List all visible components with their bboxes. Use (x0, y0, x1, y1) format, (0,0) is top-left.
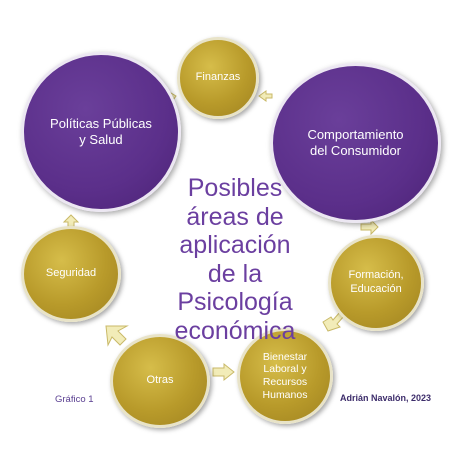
center-title-line-2: áreas de (186, 202, 284, 231)
author-credit: Adrián Navalón, 2023 (340, 393, 432, 403)
node-formacion-line-2: Educación (350, 283, 402, 295)
center-title-line-3: aplicación (179, 231, 291, 259)
center-title-line-4: de la (207, 259, 263, 288)
node-bienestar-line-1: Bienestar (262, 350, 308, 363)
arrow-comportamiento-to-formacion (360, 218, 379, 236)
node-comportamiento-line-2: del Consumidor (309, 143, 402, 158)
node-seguridad: Seguridad (21, 226, 121, 322)
node-bienestar-line-4: Humanos (262, 388, 308, 401)
node-otras-label: Otras (146, 374, 174, 387)
node-bienestar-laboral: Bienestar Laboral y Recursos Humanos (237, 328, 333, 424)
figure-caption: Gráfico 1 (55, 394, 94, 405)
center-title: Posibles áreas de aplicación de la Psico… (150, 174, 320, 345)
node-seguridad-label: Seguridad (45, 267, 97, 280)
arrow-bienestar-to-otras (212, 362, 235, 382)
center-title-line-5: Psicología (177, 288, 293, 316)
node-politicas-publicas: Políticas Públicas y Salud (21, 52, 181, 212)
node-formacion-label: Formación, Educación (348, 269, 403, 297)
node-politicas-label: Políticas Públicas y Salud (50, 116, 152, 149)
node-finanzas-label: Finanzas (195, 71, 241, 84)
node-politicas-line-2: y Salud (79, 132, 123, 147)
node-bienestar-line-3: Recursos (262, 376, 308, 388)
node-finanzas: Finanzas (177, 37, 259, 119)
node-formacion-educacion: Formación, Educación (328, 235, 424, 331)
node-bienestar-line-2: Laboral y (263, 363, 307, 376)
arrow-finanzas-to-comportamiento (258, 90, 273, 102)
center-title-line-6: económica (174, 316, 296, 345)
node-comportamiento-consumidor: Comportamiento del Consumidor (270, 63, 441, 223)
node-politicas-line-1: Políticas Públicas (50, 115, 152, 131)
arrow-seguridad-to-politicas (62, 214, 80, 229)
center-title-line-1: Posibles (187, 174, 283, 202)
arrow-otras-to-seguridad (105, 325, 129, 347)
node-comportamiento-line-1: Comportamiento (307, 126, 404, 142)
node-otras: Otras (110, 334, 210, 428)
node-formacion-line-1: Formación, (348, 269, 404, 282)
node-bienestar-label: Bienestar Laboral y Recursos Humanos (263, 351, 308, 401)
node-comportamiento-label: Comportamiento del Consumidor (307, 127, 403, 160)
